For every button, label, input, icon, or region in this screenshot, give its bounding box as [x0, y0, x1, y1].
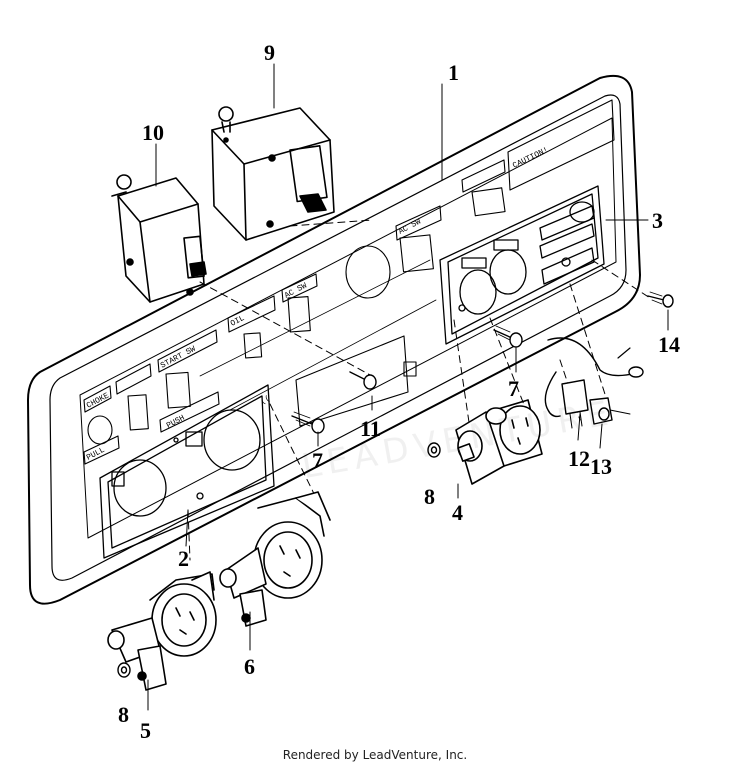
part-label-8-lower: 8: [118, 702, 129, 727]
switch-and-harness: [544, 337, 644, 429]
part-label-8-upper: 8: [424, 484, 435, 509]
part-label-2: 2: [178, 546, 189, 571]
part-label-1: 1: [448, 60, 459, 85]
part-label-5: 5: [140, 718, 151, 743]
part-label-7-left: 7: [312, 448, 323, 473]
twist-lock-receptacle-6: [219, 491, 331, 627]
duplex-receptacle: [455, 399, 543, 485]
part-label-3: 3: [652, 208, 663, 233]
part-label-14: 14: [658, 332, 680, 357]
screw-7-left: [291, 411, 325, 434]
footer-credit: Rendered by LeadVenture, Inc.: [282, 748, 468, 762]
svg-text:((: ((: [259, 394, 272, 406]
nut-8-upper: [427, 442, 441, 458]
part-label-12: 12: [568, 446, 590, 471]
part-number-labels: 1 2 3 4 5 6 7 7 8 8 9 10 11 12 13 14: [118, 40, 680, 743]
right-receptacle-panel: [439, 185, 605, 345]
twist-lock-receptacle-5: [107, 571, 217, 691]
screw-7-right: [493, 325, 523, 348]
left-receptacle-panel: ((: [99, 384, 275, 559]
screw-14: [647, 291, 674, 308]
callout-lines: [147, 63, 669, 711]
part-label-9: 9: [264, 40, 275, 65]
part-label-13: 13: [590, 454, 612, 479]
part-label-6: 6: [244, 654, 255, 679]
nut-8-lower: [117, 662, 131, 678]
screw-11: [349, 371, 377, 390]
control-panel-housing: [27, 74, 641, 605]
part-label-7-right: 7: [508, 376, 519, 401]
part-label-11: 11: [360, 416, 381, 441]
circuit-breaker-large: [211, 106, 335, 241]
screws: [291, 291, 674, 434]
part-label-4: 4: [452, 500, 463, 525]
part-label-10: 10: [142, 120, 164, 145]
circuit-breaker-small: [111, 174, 207, 303]
